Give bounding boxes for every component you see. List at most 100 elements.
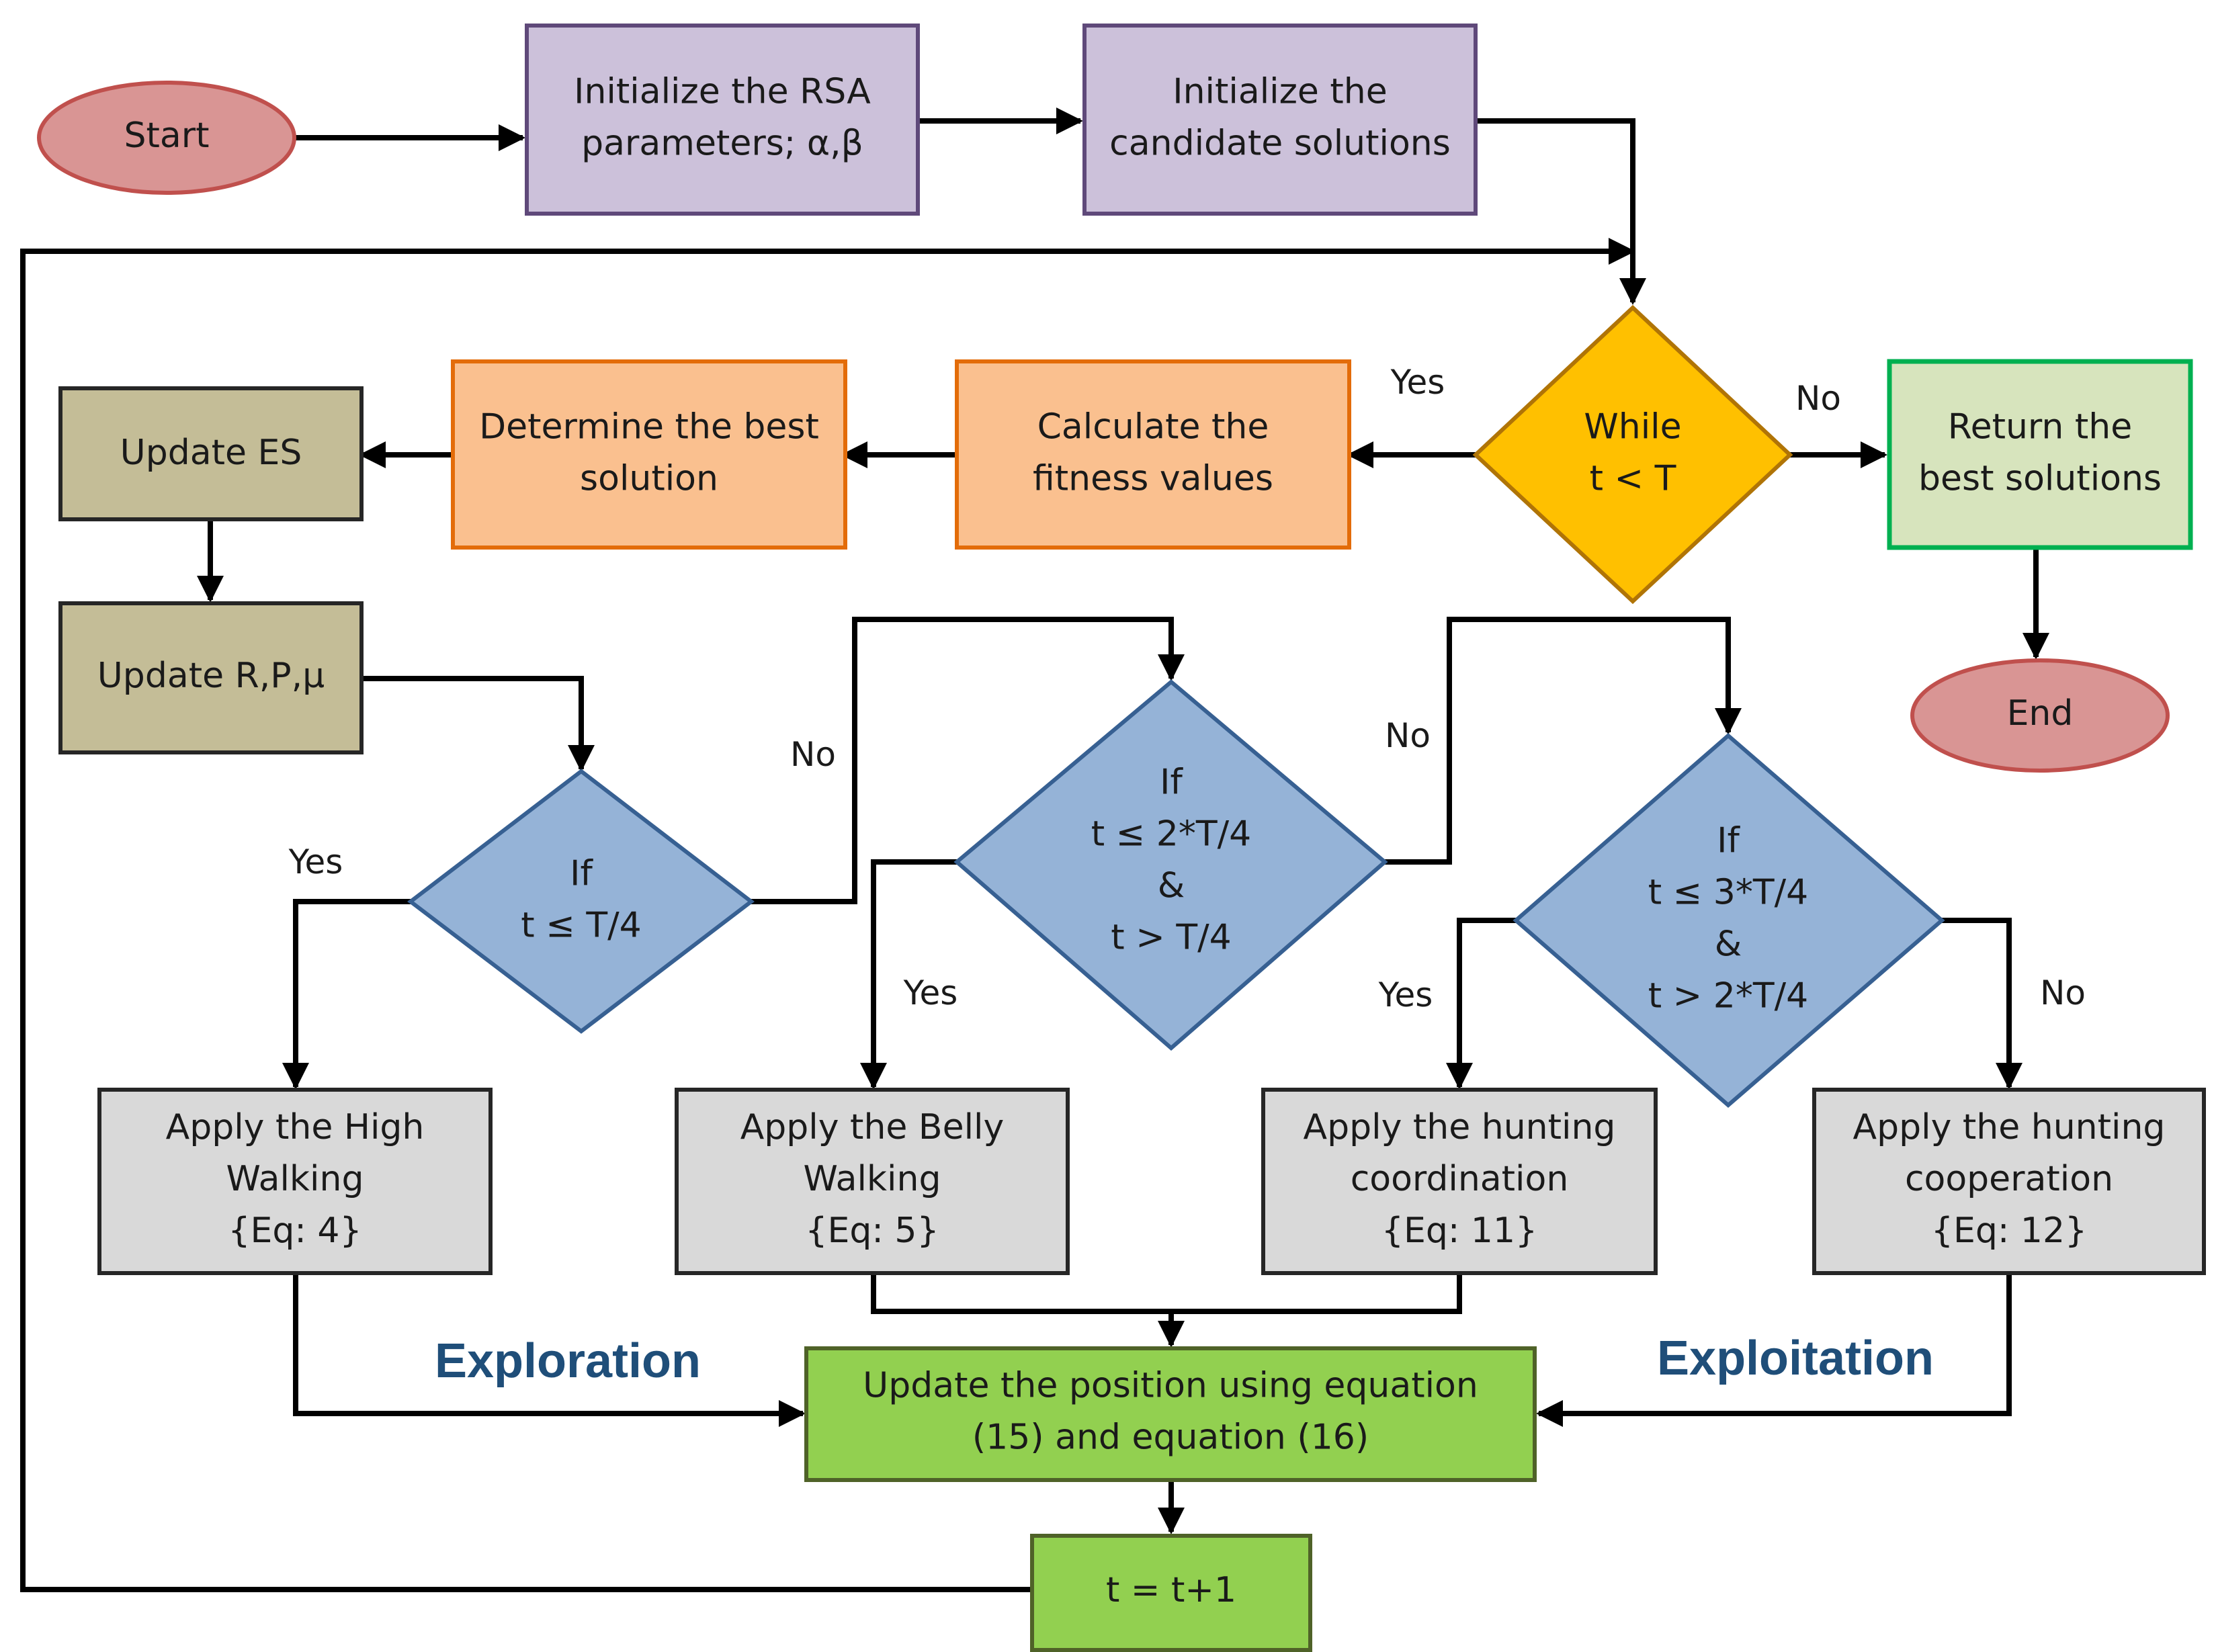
while-decision (1472, 304, 1793, 605)
while-line-1: While (1584, 407, 1681, 447)
if1-label: If t ≤ T/4 (521, 854, 641, 946)
exploitation-label: Exploitation (1657, 1332, 1934, 1385)
if2-line-3: & (1158, 866, 1185, 906)
if1-no-label: No (790, 735, 836, 774)
init-candidates-line-2: candidate solutions (1109, 124, 1451, 164)
init-candidates-box (1082, 24, 1478, 216)
high-walking-line-2: Walking (226, 1159, 364, 1199)
init-params-line-2: parameters; α,β (581, 124, 863, 164)
edge-update-rpu-to-if1 (361, 676, 595, 772)
increment-box (1030, 1534, 1312, 1652)
if2-yes-label: Yes (903, 973, 958, 1012)
edge-increment-loop-back-to-while (20, 238, 1635, 1592)
update-rpu-node: Update R,P,μ (58, 601, 364, 754)
while-label: While t < T (1584, 407, 1681, 499)
increment-label: t = t+1 (1106, 1570, 1236, 1610)
edge-if2-no-to-if3 (1385, 617, 1742, 865)
edge-if3-yes-to-hunting-coord (1446, 918, 1516, 1090)
determine-best-box (451, 359, 847, 550)
hunting-coord-line-3: {Eq: 11} (1381, 1211, 1537, 1251)
init-params-label: Initialize the RSA parameters; α,β (574, 72, 871, 164)
init-params-box (525, 24, 920, 216)
start-line-1: Start (124, 116, 209, 156)
update-es-box (58, 386, 364, 521)
calc-fitness-box (955, 359, 1351, 550)
start-terminal (37, 81, 296, 195)
if3-decision (1513, 733, 1945, 1108)
edge-if1-yes-to-high-walking (282, 899, 411, 1090)
update-es-node: Update ES (58, 386, 364, 521)
if2-label: If t ≤ 2*T/4 & t > T/4 (1091, 763, 1251, 958)
init-candidates-line-1: Initialize the (1173, 72, 1388, 112)
belly-walking-box (675, 1088, 1070, 1275)
hunting-coord-line-2: coordination (1351, 1159, 1569, 1199)
belly-walking-line-3: {Eq: 5} (805, 1211, 939, 1251)
determine-best-label: Determine the best solution (479, 407, 819, 499)
phase-labels: Exploration Exploitation (435, 1332, 1934, 1388)
end-line-1: End (2007, 693, 2074, 734)
connectors (20, 107, 2049, 1592)
end-node: End (1910, 658, 2170, 773)
start-label: Start (124, 116, 209, 156)
while-line-2: t < T (1590, 459, 1676, 499)
edge-labels: Yes No Yes No Yes No Yes No (288, 363, 2086, 1014)
edge-if2-yes-to-belly-walking (860, 859, 957, 1090)
while-yes-label: Yes (1390, 363, 1445, 402)
init-candidates-node: Initialize the candidate solutions (1082, 24, 1478, 216)
hunting-coord-box (1261, 1088, 1658, 1275)
calc-fitness-line-1: Calculate the (1037, 407, 1269, 447)
determine-best-line-1: Determine the best (479, 407, 819, 447)
if2-line-2: t ≤ 2*T/4 (1091, 814, 1251, 855)
exploration-label: Exploration (435, 1334, 701, 1388)
increment-line-1: t = t+1 (1106, 1570, 1236, 1610)
update-position-box (804, 1346, 1537, 1482)
update-position-node: Update the position using equation(15) a… (804, 1346, 1537, 1482)
belly-walking-line-2: Walking (804, 1159, 941, 1199)
determine-best-line-2: solution (580, 459, 718, 499)
if2-line-1: If (1160, 763, 1183, 803)
if1-line-2: t ≤ T/4 (521, 906, 641, 946)
hunting-coop-line-2: cooperation (1905, 1159, 2113, 1199)
edge-init-candidates-to-while (1476, 118, 1646, 305)
if2-line-4: t > T/4 (1111, 918, 1231, 958)
update-rpu-box (58, 601, 364, 754)
end-label: End (2007, 693, 2074, 734)
if1-line-1: If (570, 854, 593, 894)
return-best-line-2: best solutions (1918, 459, 2162, 499)
if1-node: If t ≤ T/4 (407, 769, 755, 1034)
update-position-line-2: (15) and equation (16) (972, 1418, 1369, 1458)
while-no-label: No (1795, 379, 1841, 418)
init-params-line-1: Initialize the RSA (574, 72, 871, 112)
return-best-box (1887, 359, 2193, 550)
if1-decision (407, 769, 755, 1034)
edge-hunting-coop-to-update-position (1536, 1273, 2012, 1427)
update-es-line-1: Update ES (120, 433, 302, 473)
if3-line-1: If (1717, 821, 1740, 861)
hunting-coop-line-3: {Eq: 12} (1931, 1211, 2087, 1251)
if2-no-label: No (1385, 716, 1431, 755)
update-es-label: Update ES (120, 433, 302, 473)
high-walking-line-1: Apply the High (166, 1107, 425, 1147)
start-node: Start (37, 81, 296, 195)
high-walking-line-3: {Eq: 4} (228, 1211, 361, 1251)
hunting-coop-box (1812, 1088, 2206, 1275)
determine-best-node: Determine the best solution (451, 359, 847, 550)
if3-line-2: t ≤ 3*T/4 (1648, 873, 1808, 913)
if3-line-4: t > 2*T/4 (1648, 976, 1808, 1016)
edge-if3-no-to-hunting-coop (1942, 918, 2023, 1090)
edge-if1-no-to-if2 (751, 617, 1185, 904)
end-terminal (1910, 658, 2170, 773)
